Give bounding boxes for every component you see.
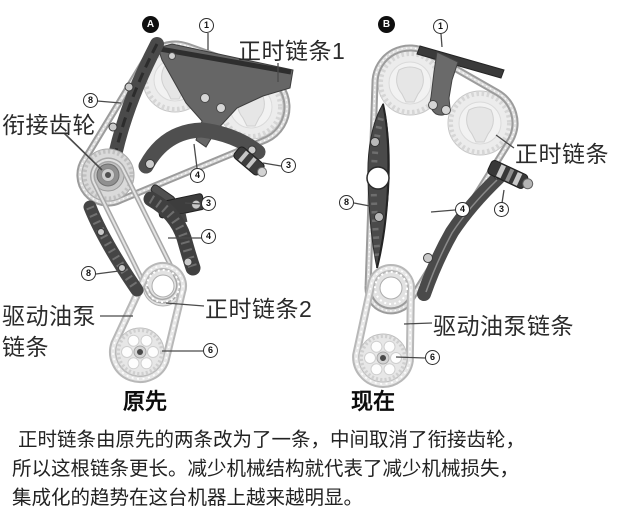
callout-3: 3 xyxy=(281,158,296,173)
callout-8b: 8 xyxy=(81,266,96,281)
callout-4: 4 xyxy=(190,168,205,183)
engine-timing-diagram-art xyxy=(63,33,534,388)
callout-8: 8 xyxy=(83,93,98,108)
caption-before: 原先 xyxy=(123,389,168,414)
label-timing-chain: 正时链条 xyxy=(515,141,609,167)
chain-guide-8-lower xyxy=(83,200,144,297)
label-timing-chain-2: 正时链条2 xyxy=(205,296,313,322)
paragraph-line: 正时链条由原先的两条改为了一条，中间取消了衔接齿轮， xyxy=(18,429,526,451)
tensioner-3-upper xyxy=(233,146,268,177)
cam-sprocket-right xyxy=(447,90,513,156)
cam-sprocket-left xyxy=(377,50,443,116)
chain-guide-4-upper xyxy=(138,122,266,174)
oil-pump-chain-art xyxy=(352,263,415,388)
oil-pump-sprocket xyxy=(358,333,408,383)
label-link-gear: 衔接齿轮 xyxy=(2,112,96,138)
label-oil-pump-chain: 驱动油泵链条 xyxy=(433,313,574,339)
callout-1: 1 xyxy=(199,18,214,33)
chain-guide-8-upper xyxy=(108,37,164,158)
label-timing-chain-1: 正时链条1 xyxy=(238,38,346,64)
leader-lines xyxy=(63,33,515,359)
oil-pump-sprocket xyxy=(115,327,165,377)
callout-3b: 3 xyxy=(201,196,216,211)
diagram-a-badge: A xyxy=(142,16,159,33)
paragraph-line: 所以这根链条更长。减少机械结构就代表了减少机械损失， xyxy=(12,458,520,480)
callout-8: 8 xyxy=(339,195,354,210)
callout-3: 3 xyxy=(494,202,509,217)
chain-guide-8 xyxy=(366,102,390,269)
callout-4: 4 xyxy=(455,202,470,217)
chain-cover-bracket xyxy=(428,51,459,116)
callout-4b: 4 xyxy=(201,229,216,244)
label-oil-pump-chain-line1: 驱动油泵 xyxy=(2,303,96,329)
description-paragraph: 正时链条由原先的两条改为了一条，中间取消了衔接齿轮， 所以这根链条更长。减少机械… xyxy=(12,426,612,513)
diagram-b-art xyxy=(352,44,534,388)
chain-guide-4 xyxy=(417,171,505,301)
callout-6: 6 xyxy=(203,343,218,358)
tensioner-3 xyxy=(487,160,534,190)
callout-6: 6 xyxy=(425,350,440,365)
timing-chain-art xyxy=(364,44,519,315)
label-oil-pump-chain-line2: 链条 xyxy=(2,334,49,360)
crank-ring-inner xyxy=(374,271,408,305)
diagram-b-badge: B xyxy=(378,16,395,33)
paragraph-line: 集成化的趋势在这台机器上越来越明显。 xyxy=(12,487,364,509)
caption-now: 现在 xyxy=(351,389,396,414)
diagram-a-art xyxy=(76,37,294,383)
crank-ring-inner xyxy=(146,269,180,303)
oil-pump-chain-art xyxy=(109,262,188,383)
callout-1: 1 xyxy=(433,19,448,34)
